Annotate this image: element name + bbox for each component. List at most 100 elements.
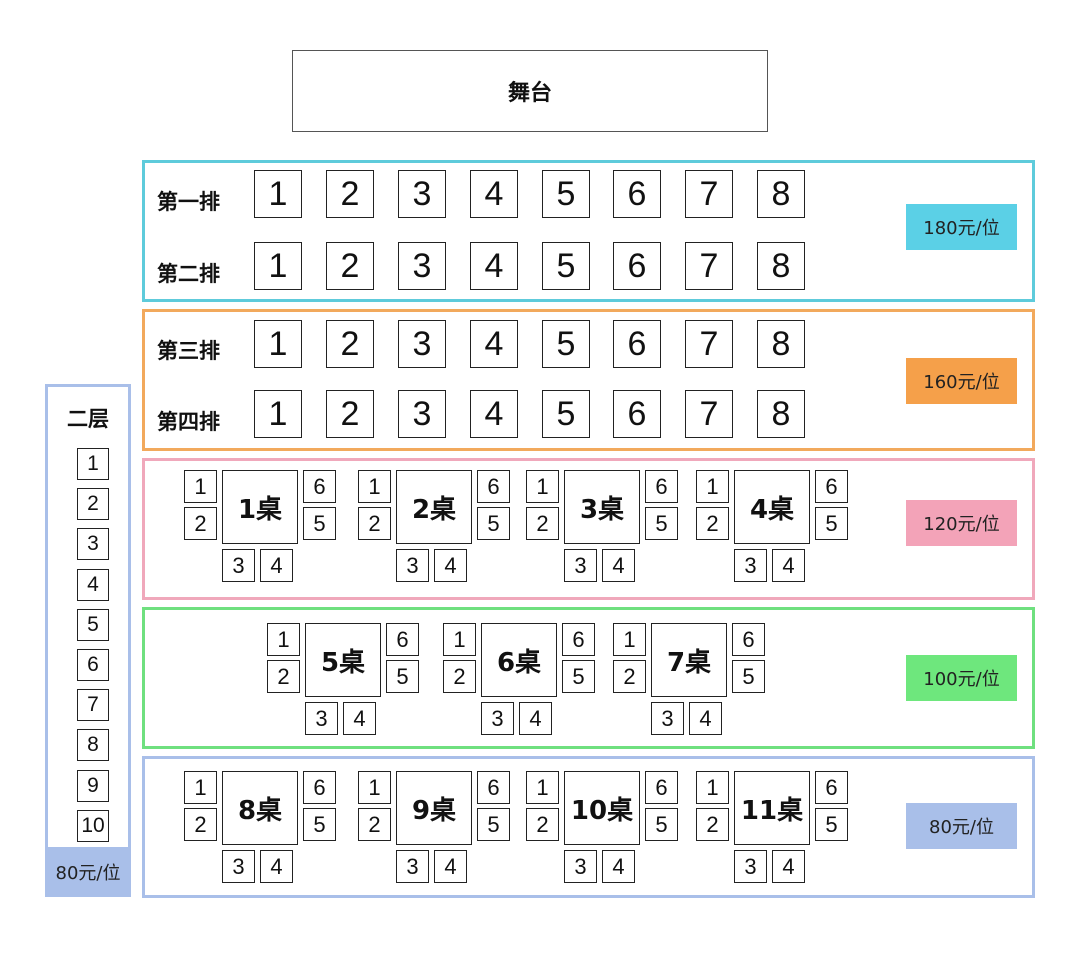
table[interactable]: 1桌: [222, 470, 298, 544]
table[interactable]: 5桌: [305, 623, 381, 697]
balcony-seat[interactable]: 2: [77, 488, 109, 521]
table-seat[interactable]: 3: [734, 549, 767, 582]
table-seat[interactable]: 3: [564, 549, 597, 582]
table-seat[interactable]: 4: [434, 850, 467, 883]
seat[interactable]: 2: [326, 170, 374, 218]
seat[interactable]: 6: [613, 320, 661, 368]
table-seat[interactable]: 5: [303, 808, 336, 841]
seat[interactable]: 8: [757, 320, 805, 368]
seat[interactable]: 4: [470, 390, 518, 438]
table-seat[interactable]: 2: [696, 808, 729, 841]
table-seat[interactable]: 3: [734, 850, 767, 883]
table-seat[interactable]: 6: [303, 771, 336, 804]
table[interactable]: 10桌: [564, 771, 640, 845]
table-seat[interactable]: 3: [222, 549, 255, 582]
table-seat[interactable]: 5: [477, 808, 510, 841]
table-seat[interactable]: 6: [815, 470, 848, 503]
balcony-seat[interactable]: 8: [77, 729, 109, 762]
table-seat[interactable]: 5: [645, 507, 678, 540]
seat[interactable]: 5: [542, 320, 590, 368]
table-seat[interactable]: 1: [696, 470, 729, 503]
table-seat[interactable]: 3: [396, 850, 429, 883]
seat[interactable]: 4: [470, 320, 518, 368]
seat[interactable]: 6: [613, 170, 661, 218]
balcony-seat[interactable]: 4: [77, 568, 109, 601]
table-seat[interactable]: 4: [772, 850, 805, 883]
table-seat[interactable]: 3: [564, 850, 597, 883]
table-seat[interactable]: 2: [358, 507, 391, 540]
seat[interactable]: 7: [685, 242, 733, 290]
table-seat[interactable]: 4: [689, 702, 722, 735]
table-seat[interactable]: 1: [526, 470, 559, 503]
table-seat[interactable]: 4: [602, 850, 635, 883]
balcony-seat[interactable]: 5: [77, 608, 109, 641]
seat[interactable]: 1: [254, 390, 302, 438]
table-seat[interactable]: 2: [696, 507, 729, 540]
table[interactable]: 2桌: [396, 470, 472, 544]
table-seat[interactable]: 1: [267, 623, 300, 656]
table-seat[interactable]: 5: [386, 660, 419, 693]
table[interactable]: 6桌: [481, 623, 557, 697]
table[interactable]: 7桌: [651, 623, 727, 697]
table-seat[interactable]: 5: [562, 660, 595, 693]
table-seat[interactable]: 4: [260, 850, 293, 883]
table-seat[interactable]: 3: [222, 850, 255, 883]
seat[interactable]: 2: [326, 242, 374, 290]
seat[interactable]: 2: [326, 390, 374, 438]
seat[interactable]: 6: [613, 242, 661, 290]
balcony-seat[interactable]: 9: [77, 769, 109, 802]
table-seat[interactable]: 4: [260, 549, 293, 582]
seat[interactable]: 3: [398, 242, 446, 290]
table-seat[interactable]: 2: [184, 808, 217, 841]
table-seat[interactable]: 1: [184, 470, 217, 503]
seat[interactable]: 7: [685, 320, 733, 368]
table-seat[interactable]: 5: [815, 507, 848, 540]
seat[interactable]: 7: [685, 170, 733, 218]
table-seat[interactable]: 1: [184, 771, 217, 804]
table-seat[interactable]: 1: [613, 623, 646, 656]
table-seat[interactable]: 6: [645, 771, 678, 804]
table-seat[interactable]: 6: [303, 470, 336, 503]
table-seat[interactable]: 6: [477, 470, 510, 503]
balcony-seat[interactable]: 6: [77, 649, 109, 681]
table[interactable]: 3桌: [564, 470, 640, 544]
seat[interactable]: 3: [398, 320, 446, 368]
table-seat[interactable]: 2: [526, 808, 559, 841]
seat[interactable]: 1: [254, 170, 302, 218]
table-seat[interactable]: 1: [443, 623, 476, 656]
balcony-seat[interactable]: 3: [77, 528, 109, 561]
table-seat[interactable]: 1: [358, 771, 391, 804]
seat[interactable]: 5: [542, 242, 590, 290]
table-seat[interactable]: 5: [645, 808, 678, 841]
seat[interactable]: 8: [757, 390, 805, 438]
table-seat[interactable]: 2: [613, 660, 646, 693]
table-seat[interactable]: 2: [358, 808, 391, 841]
table-seat[interactable]: 2: [526, 507, 559, 540]
table-seat[interactable]: 4: [519, 702, 552, 735]
balcony-seat[interactable]: 7: [77, 689, 109, 722]
balcony-seat[interactable]: 10: [77, 809, 109, 842]
table-seat[interactable]: 6: [732, 623, 765, 656]
table-seat[interactable]: 6: [477, 771, 510, 804]
table-seat[interactable]: 2: [267, 660, 300, 693]
table-seat[interactable]: 1: [526, 771, 559, 804]
seat[interactable]: 5: [542, 170, 590, 218]
balcony-seat[interactable]: 1: [77, 448, 109, 480]
table-seat[interactable]: 4: [434, 549, 467, 582]
table-seat[interactable]: 5: [477, 507, 510, 540]
table-seat[interactable]: 4: [343, 702, 376, 735]
seat[interactable]: 3: [398, 390, 446, 438]
table-seat[interactable]: 3: [396, 549, 429, 582]
table-seat[interactable]: 6: [562, 623, 595, 656]
table-seat[interactable]: 6: [645, 470, 678, 503]
seat[interactable]: 3: [398, 170, 446, 218]
table[interactable]: 8桌: [222, 771, 298, 845]
seat[interactable]: 8: [757, 242, 805, 290]
seat[interactable]: 6: [613, 390, 661, 438]
table-seat[interactable]: 2: [443, 660, 476, 693]
table-seat[interactable]: 2: [184, 507, 217, 540]
seat[interactable]: 1: [254, 242, 302, 290]
table-seat[interactable]: 5: [815, 808, 848, 841]
seat[interactable]: 4: [470, 170, 518, 218]
table-seat[interactable]: 5: [732, 660, 765, 693]
